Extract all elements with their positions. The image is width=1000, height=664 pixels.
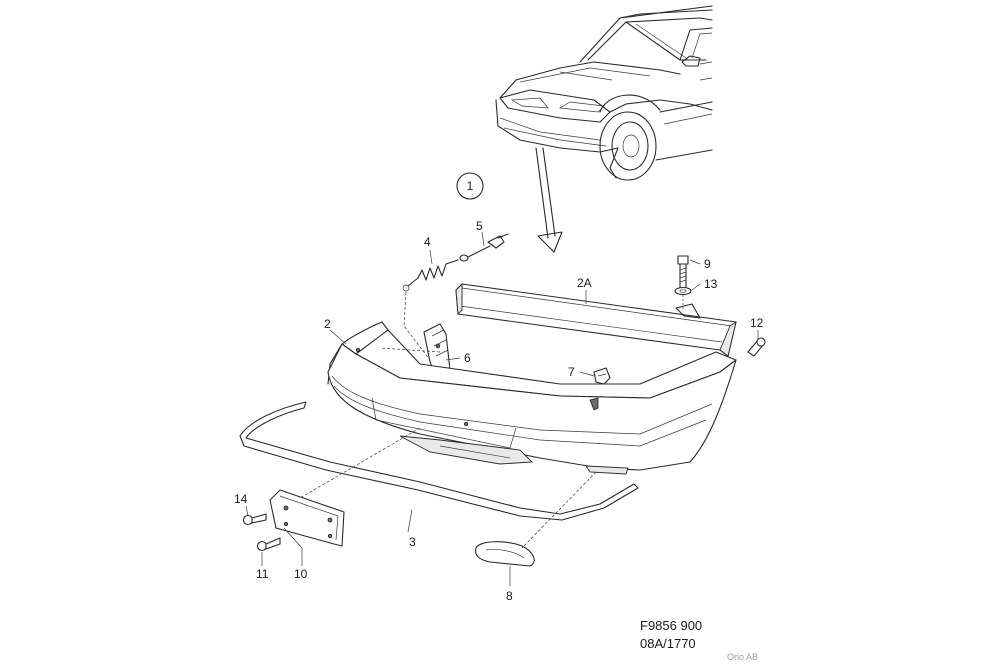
figure-code: F9856 900 (640, 618, 702, 633)
car-illustration (495, 5, 713, 181)
figure-reference: F9856 900 08A/1770 Orio AB (640, 618, 758, 662)
credit-text: Orio AB (727, 652, 758, 662)
label-7: 7 (568, 365, 575, 379)
label-9: 9 (704, 257, 711, 271)
bolt-12 (747, 337, 766, 357)
reinforcement-beam (455, 282, 737, 357)
label-2: 2 (324, 317, 331, 331)
cable-5 (445, 233, 509, 265)
bolt-9 (677, 255, 689, 289)
label-6: 6 (464, 351, 471, 365)
license-plate-holder-10 (269, 489, 345, 547)
label-12: 12 (750, 316, 764, 330)
spoiler-strip-3 (239, 401, 639, 521)
label-13: 13 (704, 277, 718, 291)
part-labels: 2 2A 3 4 5 6 7 8 9 10 11 12 13 14 (234, 219, 764, 603)
location-arrow (535, 147, 563, 253)
label-2a: 2A (577, 276, 592, 290)
label-8: 8 (506, 589, 513, 603)
spring-4 (402, 263, 447, 361)
label-4: 4 (424, 235, 431, 249)
callout-number: 1 (467, 179, 474, 193)
figure-date: 08A/1770 (640, 636, 696, 651)
bumper-cover (327, 321, 737, 475)
screw-14 (242, 513, 267, 526)
label-5: 5 (476, 219, 483, 233)
callout-circle: 1 (456, 172, 484, 200)
fog-lamp-cover-8 (475, 541, 535, 567)
clip-7 (593, 367, 611, 385)
label-14: 14 (234, 492, 248, 506)
label-3: 3 (409, 535, 416, 549)
leader-lines (245, 231, 759, 586)
label-10: 10 (294, 567, 308, 581)
washer-13 (674, 286, 692, 310)
label-11: 11 (256, 567, 269, 581)
screw-11 (256, 537, 281, 552)
